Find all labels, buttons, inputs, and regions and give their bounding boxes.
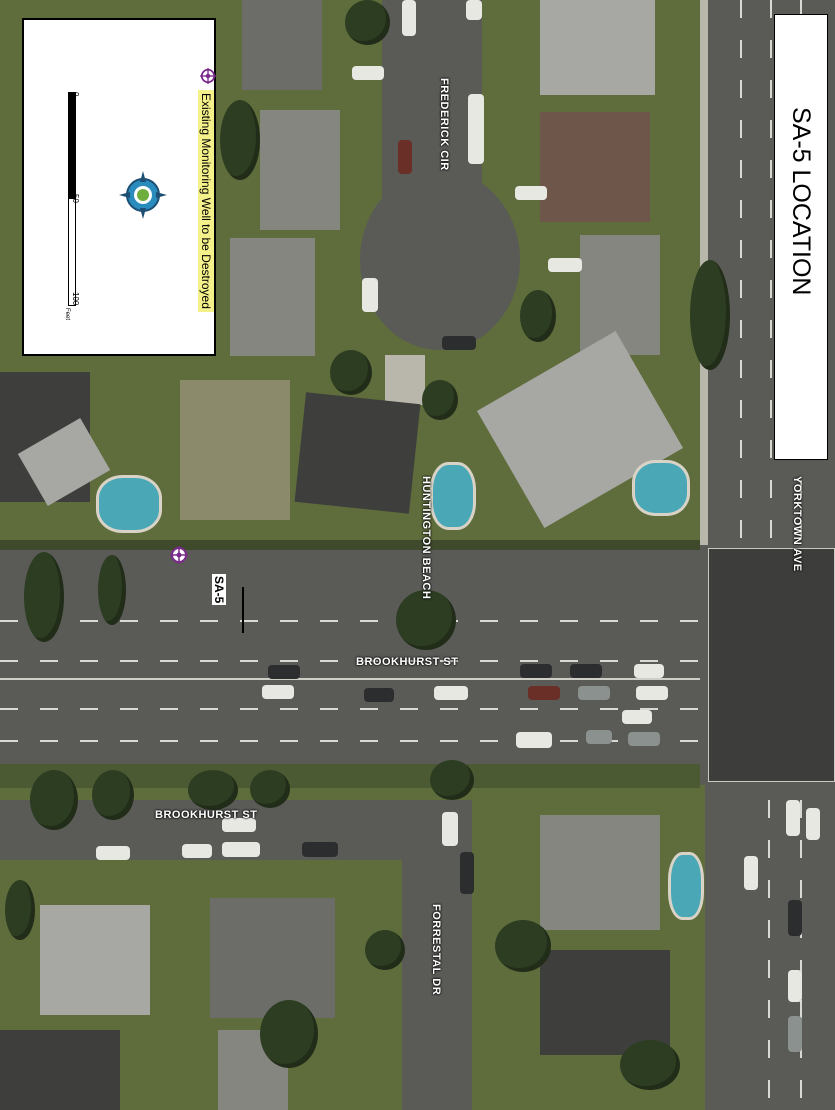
house-roof bbox=[294, 392, 421, 514]
monitoring-well-crosshair-icon[interactable] bbox=[170, 546, 188, 569]
intersection bbox=[708, 548, 835, 782]
well-leader-line bbox=[242, 587, 244, 633]
scale-tick-100: 100 bbox=[71, 292, 80, 306]
pool bbox=[430, 462, 476, 530]
house-roof bbox=[210, 898, 335, 1018]
pool bbox=[632, 460, 690, 516]
yorktown-ave-label: YORKTOWN AVE bbox=[791, 476, 803, 572]
north-arrow-compass-icon bbox=[116, 168, 170, 227]
pool bbox=[668, 852, 704, 920]
brookhurst-frontage-label: BROOKHURST ST bbox=[155, 809, 258, 821]
house-roof bbox=[260, 110, 340, 230]
frederick-cir-label: FREDERICK CIR bbox=[438, 78, 450, 171]
monitoring-well-crosshair-icon bbox=[200, 68, 216, 89]
scale-tick-0: 0 bbox=[71, 92, 80, 97]
house-roof bbox=[540, 112, 650, 222]
house-roof bbox=[540, 0, 655, 95]
house-roof bbox=[40, 905, 150, 1015]
scale-bar bbox=[68, 92, 76, 306]
forrestal-dr-label: FORRESTAL DR bbox=[430, 904, 442, 996]
scale-tick-50: 50 bbox=[71, 194, 80, 203]
pool bbox=[96, 475, 162, 533]
scale-unit: Feet bbox=[64, 308, 70, 321]
title-box: SA-5 LOCATION bbox=[774, 14, 828, 460]
walkway bbox=[385, 355, 425, 405]
house-roof bbox=[540, 815, 660, 930]
house-roof bbox=[540, 950, 670, 1055]
legend: Existing Monitoring Well to be Destroyed… bbox=[22, 18, 216, 356]
house-roof bbox=[242, 0, 322, 90]
house-roof bbox=[580, 235, 660, 355]
page-title: SA-5 LOCATION bbox=[787, 107, 815, 296]
well-label: SA-5 bbox=[212, 574, 226, 606]
legend-symbol-label: Existing Monitoring Well to be Destroyed bbox=[198, 90, 214, 312]
cul-de-sac bbox=[360, 170, 520, 350]
backyard bbox=[180, 380, 290, 520]
house-roof bbox=[230, 238, 315, 356]
brookhurst-st-label: BROOKHURST ST bbox=[356, 656, 459, 668]
wall-north bbox=[0, 540, 700, 550]
huntington-beach-label: HUNTINGTON BEACH bbox=[420, 476, 432, 600]
brookhurst-st-road bbox=[0, 545, 835, 785]
forrestal-dr-road bbox=[402, 800, 472, 1110]
house-roof bbox=[0, 1030, 120, 1110]
